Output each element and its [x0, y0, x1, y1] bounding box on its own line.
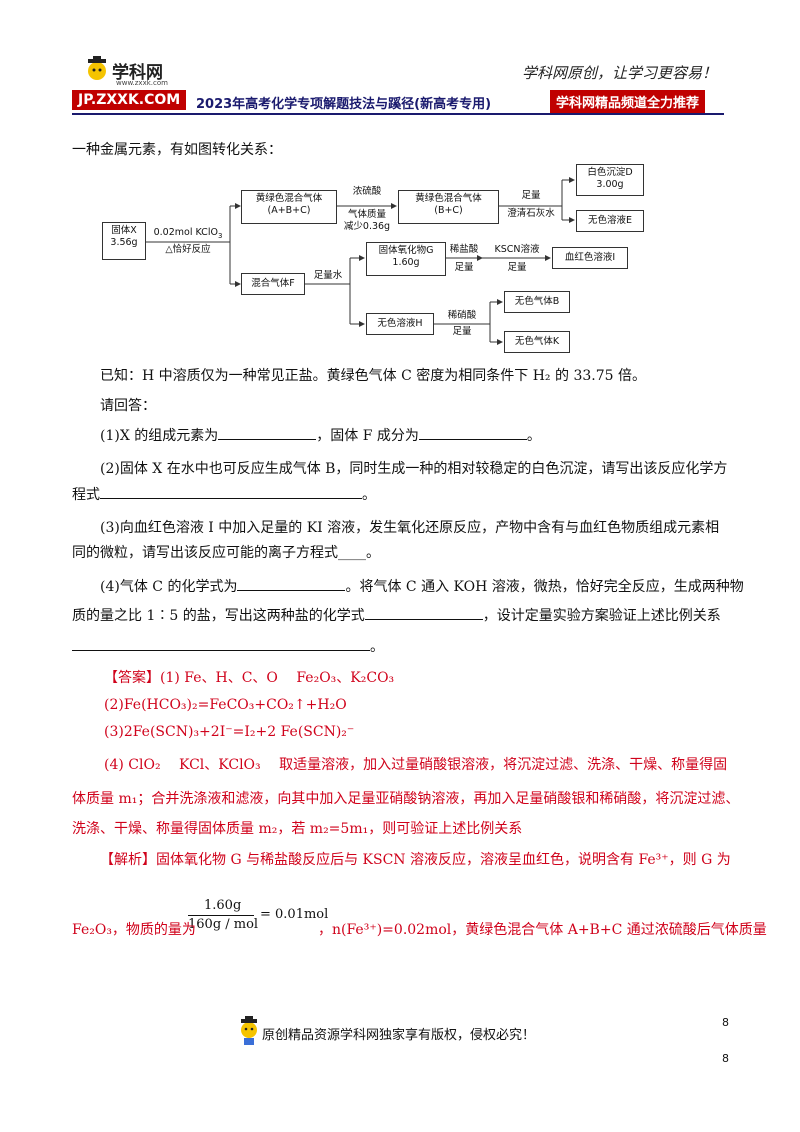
question-4-line2: 质的量之比 1∶5 的盐，写出这两种盐的化学式，设计定量实验方案验证上述比例关系	[72, 605, 721, 626]
label-dil-hcl: 稀盐酸	[449, 244, 479, 255]
label-excess-1: 足量	[521, 190, 541, 201]
box-colorless-e: 无色溶液E	[576, 210, 644, 232]
answer-blank-2[interactable]	[100, 484, 362, 499]
intro-text: 一种金属元素，有如图转化关系：	[72, 142, 282, 158]
analysis-line-2a: Fe₂O₃，物质的量为	[72, 922, 196, 938]
answer-blank-4b[interactable]	[364, 605, 483, 620]
answer-line-1: 【答案】(1) Fe、H、C、O Fe₂O₃、K₂CO₃	[104, 670, 395, 686]
label-mass-loss-2: 减少0.36g	[343, 221, 391, 232]
question-3-line2: 同的微粒，请写出该反应可能的离子方程式____。	[72, 545, 380, 561]
header: 学科网 www.zxxk.com 学科网原创，让学习更容易！ JP.ZXXK.C…	[72, 52, 732, 113]
ask-prompt: 请回答：	[100, 398, 156, 414]
answer-blank-4c[interactable]	[72, 636, 370, 651]
fraction-expression: 1.60g 160g / mol = 0.01mol	[186, 898, 329, 944]
label-limewater: 澄清石灰水	[507, 208, 555, 219]
fraction-bar	[188, 915, 254, 916]
footer-mascot-icon	[241, 1016, 257, 1045]
label-dil-hcl-amt: 足量	[454, 262, 474, 273]
question-2-line2: 程式。	[72, 484, 376, 505]
answer-line-4: (4) ClO₂ KCl、KClO₃ 取适量溶液，加入过量硝酸银溶液，将沉淀过滤…	[104, 757, 728, 773]
answer-blank-4a[interactable]	[237, 576, 346, 591]
fraction-result: = 0.01mol	[260, 907, 329, 922]
label-reagent-kclo3: 0.02mol KClO3	[153, 227, 223, 240]
answer-blank-1a[interactable]	[218, 425, 317, 440]
analysis-line-1: 【解析】固体氧化物 G 与稀盐酸反应后与 KSCN 溶液反应，溶液呈血红色，说明…	[100, 852, 731, 868]
label-condition-heat: △恰好反应	[165, 244, 211, 255]
label-dil-hno3: 稀硝酸	[447, 310, 477, 321]
label-dil-hno3-amt: 足量	[452, 326, 472, 337]
answer-line-6: 洗涤、干燥、称量得固体质量 m₂，若 m₂=5m₁，则可验证上述比例关系	[72, 821, 523, 837]
label-water-excess: 足量水	[313, 270, 343, 281]
box-gas-b: 无色气体B	[504, 291, 570, 313]
fraction-numerator: 1.60g	[204, 898, 242, 913]
answer-line-5: 体质量 m₁；合并洗涤液和滤液，向其中加入足量亚硝酸钠溶液，再加入足量硝酸银和稀…	[72, 791, 740, 807]
label-mass-loss-1: 气体质量	[347, 209, 386, 220]
box-yellow-mix-abc: 黄绿色混合气体(A+B+C)	[241, 190, 337, 224]
box-blood-red-i: 血红色溶液I	[552, 247, 628, 269]
analysis-line-2b: ，n(Fe³⁺)=0.02mol，黄绿色混合气体 A+B+C 通过浓硫酸后气体质…	[318, 922, 767, 938]
answer-line-2: (2)Fe(HCO₃)₂=FeCO₃+CO₂↑+H₂O	[104, 697, 347, 713]
question-1: (1)X 的组成元素为，固体 F 成分为。	[100, 425, 541, 446]
analysis-tag: 【解析】	[100, 852, 156, 868]
diagram-arrows	[145, 177, 575, 345]
banner-title: 2023年高考化学专项解题技法与蹊径(新高考专用)	[196, 97, 492, 112]
box-gas-k: 无色气体K	[504, 331, 570, 353]
page-number-2: 8	[722, 1052, 729, 1065]
answer-tag: 【答案】	[104, 670, 160, 686]
question-4-line3: 。	[72, 636, 384, 657]
page-number-1: 8	[722, 1016, 729, 1029]
answer-line-3: (3)2Fe(SCN)₃+2I⁻=I₂+2 Fe(SCN)₂⁻	[104, 724, 355, 740]
box-mix-gas-f: 混合气体F	[241, 273, 305, 295]
answer-blank-1b[interactable]	[418, 425, 527, 440]
logo-subtext: www.zxxk.com	[116, 79, 168, 87]
fraction-denominator: 160g / mol	[188, 917, 259, 932]
box-colorless-h: 无色溶液H	[366, 313, 434, 335]
known-conditions: 已知：H 中溶质仅为一种常见正盐。黄绿色气体 C 密度为相同条件下 H₂ 的 3…	[100, 368, 646, 384]
recommend-badge: 学科网精品频道全力推荐	[550, 90, 706, 113]
footer-copyright: 原创精品资源学科网独家享有版权，侵权必究！	[262, 1028, 536, 1043]
logo-text: 学科网	[112, 63, 163, 83]
url-badge[interactable]: JP.ZXXK.COM	[72, 90, 187, 110]
question-3-line1: (3)向血红色溶液 I 中加入足量的 KI 溶液，发生氧化还原反应，产物中含有与…	[100, 520, 720, 536]
question-4-line1: (4)气体 C 的化学式为。将气体 C 通入 KOH 溶液，微热，恰好完全反应，…	[100, 576, 744, 597]
box-yellow-mix-bc: 黄绿色混合气体(B+C)	[398, 190, 499, 224]
slogan: 学科网原创，让学习更容易！	[522, 64, 718, 82]
mascot-icon	[88, 56, 106, 80]
label-kscn: KSCN溶液	[494, 244, 540, 255]
header-rule	[72, 113, 724, 115]
label-conc-sulfuric: 浓硫酸	[352, 186, 382, 197]
question-2-line1: (2)固体 X 在水中也可反应生成气体 B，同时生成一种的相对较稳定的白色沉淀，…	[100, 461, 728, 477]
label-kscn-amt: 足量	[507, 262, 527, 273]
